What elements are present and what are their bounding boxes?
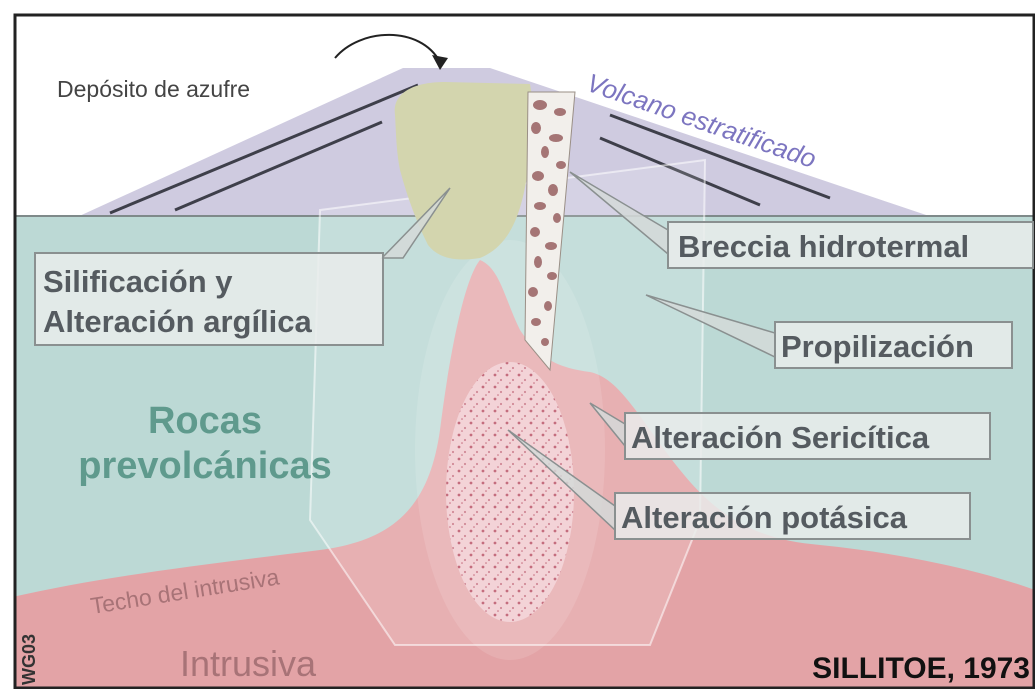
breccia-label: Breccia hidrotermal (678, 229, 969, 264)
side-code-label: WG03 (19, 634, 39, 685)
prevolcanic-label-line2: prevolcánicas (78, 445, 331, 487)
silicification-label-line1: Silificación y (43, 264, 233, 299)
potassic-core-dots (446, 362, 574, 622)
sulfur-deposit-label: Depósito de azufre (57, 76, 250, 102)
intrusive-label: Intrusiva (180, 643, 317, 684)
propylitization-label: Propilización (781, 329, 974, 364)
silicification-label-line2: Alteración argílica (43, 304, 313, 339)
prevolcanic-label-line1: Rocas (148, 400, 262, 442)
credit-label: SILLITOE, 1973 (812, 652, 1030, 685)
potassic-label: Alteración potásica (621, 500, 908, 535)
sericitic-label: Alteración Sericítica (631, 420, 930, 455)
